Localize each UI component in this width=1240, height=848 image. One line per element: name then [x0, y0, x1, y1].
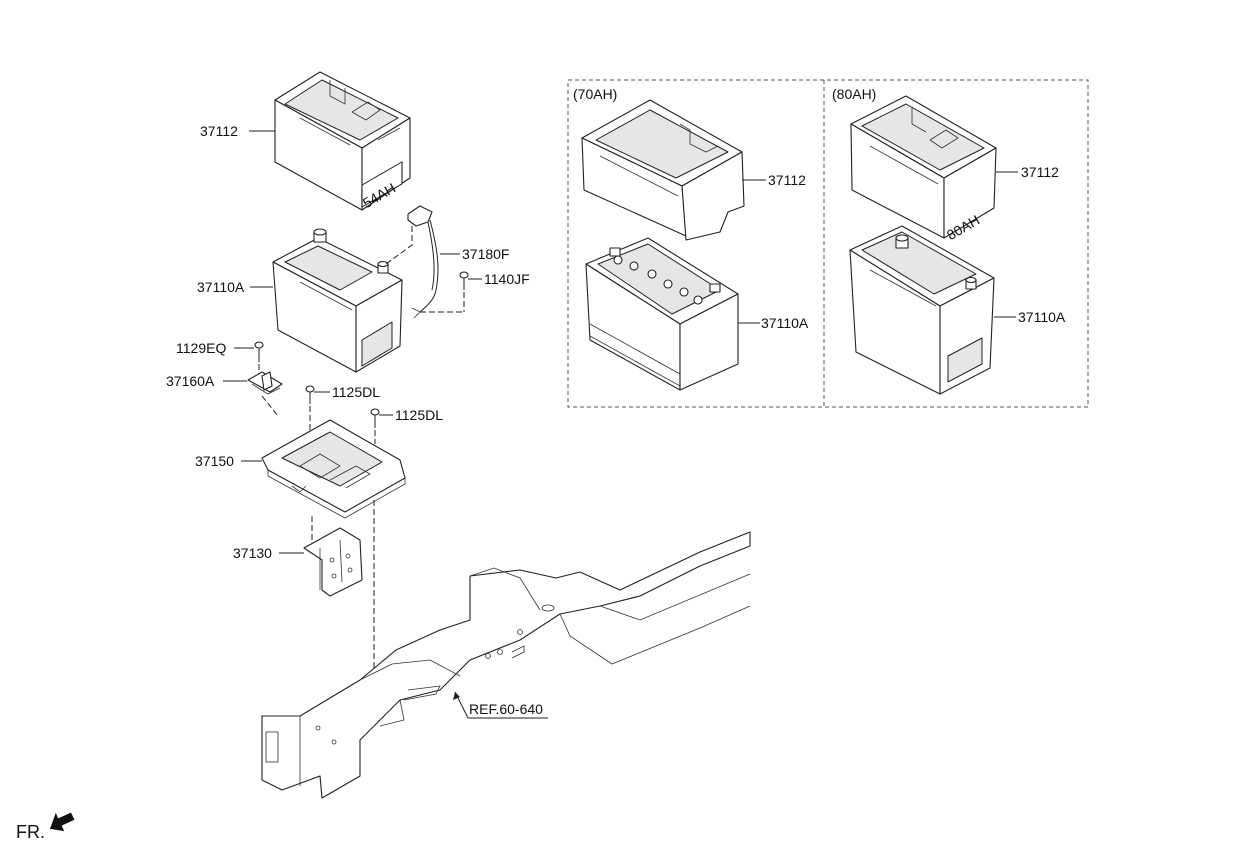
front-label: FR. — [16, 822, 45, 842]
tray-bolt-1 — [305, 385, 315, 434]
options-frame — [567, 79, 1089, 408]
label-37180F: 37180F — [462, 246, 509, 262]
vehicle-frame — [261, 531, 751, 799]
label-1125DL-1: 1125DL — [332, 384, 380, 400]
clamp-bolt — [254, 341, 264, 374]
battery-main — [272, 228, 403, 373]
label-37110A: 37110A — [197, 279, 245, 295]
label-70ah-37112: 37112 — [768, 172, 806, 188]
battery-tray — [261, 419, 406, 668]
battery-70ah — [585, 237, 739, 391]
battery-cover-main: 54AH — [274, 71, 411, 211]
front-arrow-icon — [49, 812, 75, 832]
label-1129EQ: 1129EQ — [176, 340, 226, 356]
label-1140JF: 1140JF — [484, 271, 530, 287]
tray-bolt-2 — [370, 408, 380, 444]
label-1125DL-2: 1125DL — [395, 407, 443, 423]
label-80ah-37110A: 37110A — [1018, 309, 1066, 325]
battery-clamp — [247, 371, 283, 417]
label-37160A: 37160A — [166, 373, 215, 389]
label-37130: 37130 — [233, 545, 272, 561]
ref-leader — [454, 691, 548, 719]
battery-cover-80ah: 80AH — [850, 95, 997, 243]
battery-80ah — [849, 225, 995, 395]
label-37112: 37112 — [200, 123, 238, 139]
tray-bracket — [303, 527, 363, 597]
cable-bolt — [420, 271, 469, 313]
ref-arrowhead — [453, 692, 460, 700]
panel-80ah-title: (80AH) — [832, 86, 876, 102]
label-80ah-37112: 37112 — [1021, 164, 1059, 180]
panel-70ah-title: (70AH) — [573, 86, 617, 102]
label-37150: 37150 — [195, 453, 234, 469]
ref-label: REF.60-640 — [469, 701, 543, 717]
label-70ah-37110A: 37110A — [761, 315, 809, 331]
battery-cover-70ah — [581, 99, 745, 241]
